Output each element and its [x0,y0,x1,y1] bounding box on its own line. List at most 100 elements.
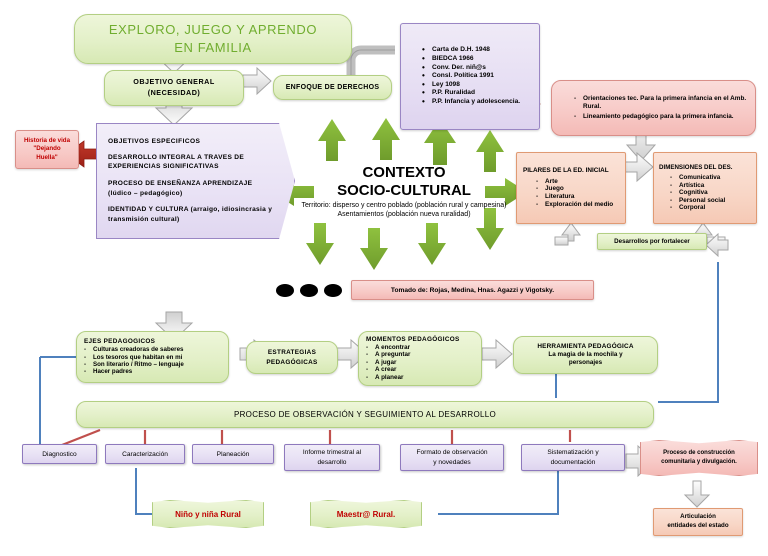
pilares-item: Literatura [536,193,621,201]
herramienta-box: HERRAMIENTA PEDAGÓGICA La magia de la mo… [513,336,658,374]
instrumento-line2: documentación [550,458,596,466]
dimensiones-item: Comunicativa [670,174,753,182]
instrumento-line1: Formato de observación [416,449,488,457]
articulacion-line1: Articulación [680,513,716,521]
red-connectors [61,428,572,447]
ejes-item: Son literario / Ritmo – lenguaje [84,361,224,369]
green-arrow-up-left [318,119,346,161]
objetivo-general-line1: OBJETIVO GENERAL [133,77,215,87]
maestro-rural-banner: Maestr@ Rural. [310,500,422,528]
green-arrow-up-center [372,118,400,160]
dimensiones-item: Corporal [670,204,753,212]
instrumento-informe-trimestral[interactable]: Informe trimestral al desarrollo [284,444,380,471]
green-arrow-down-center [360,228,388,270]
contexto-sub1: Territorio: disperso y centro poblado (p… [301,201,507,209]
enfoque-derechos-label: ENFOQUE DE DERECHOS [285,84,380,91]
pilares-box: PILARES DE LA ED. INICIAL Arte Juego Lit… [516,152,626,224]
instrumento-planeacion[interactable]: Planeación [192,444,274,464]
construccion-comunitaria-banner: Proceso de construcción comunitaria y di… [640,440,758,476]
momentos-item: A crear [366,366,477,374]
dot-3 [324,284,342,297]
dimensiones-item: Cognitiva [670,189,753,197]
dimensiones-list: Comunicativa Artística Cognitiva Persona… [659,174,753,212]
green-arrow-down-left [306,223,334,265]
instrumento-label: Caracterización [122,450,168,458]
objetivos-especificos-item: DESARROLLO INTEGRAL A TRAVES DE EXPERIEN… [108,153,245,171]
dimensiones-title: DIMENSIONES DEL DES. [659,164,733,172]
ejes-box: EJES PEDAGOGICOS Culturas creadoras de s… [76,331,229,383]
pilares-list: Arte Juego Literatura Exploración del me… [523,178,621,209]
orientaciones-item: Lineamiento pedagógico para la primera i… [574,113,749,121]
ejes-title: EJES PEDAGOGICOS [84,338,156,346]
nino-rural-label: Niño y niña Rural [175,509,241,519]
green-arrow-down-right [418,223,446,265]
marco-item: Conv. Der. niñ@s [422,63,533,72]
title-banner: EXPLORO, JUEGO Y APRENDO EN FAMILIA [74,14,352,64]
articulacion-line2: entidades del estado [667,522,729,529]
objetivos-especificos-title: OBJETIVOS ESPECIFICOS [108,137,201,145]
historia-vida-line2: "Dejando [33,145,61,153]
title-banner-line2: EN FAMILIA [174,40,252,55]
dot-2 [300,284,318,297]
instrumento-diagnostico[interactable]: Diagnostico [22,444,97,464]
instrumento-sistematizacion[interactable]: Sistematización y documentación [521,444,625,471]
pilares-item: Arte [536,178,621,186]
estrategias-box: ESTRATEGIAS PEDAGÓGICAS [246,341,338,374]
historia-vida-box: Historia de vida "Dejando Huella" [15,130,79,169]
marco-item: BIEDCA 1966 [422,54,533,63]
nino-rural-banner: Niño y niña Rural [152,500,264,528]
historia-vida-line3: Huella" [36,153,58,161]
ejes-item: Culturas creadoras de saberes [84,346,224,354]
objetivos-especificos-item: PROCESO DE ENSEÑANZA APRENDIZAJE (lúdico… [108,179,253,197]
marco-item: Ley 1098 [422,80,533,89]
proceso-observacion-label: PROCESO DE OBSERVACIÓN Y SEGUIMIENTO AL … [233,410,497,419]
marco-normativo-box: Carta de D.H. 1948 BIEDCA 1966 Conv. Der… [400,23,540,130]
dimensiones-item: Artística [670,182,753,190]
contexto-heading2: SOCIO-CULTURAL [337,181,471,199]
instrumento-line1: Sistematización y [547,449,599,457]
momentos-item: A preguntar [366,351,477,359]
dimensiones-box: DIMENSIONES DEL DES. Comunicativa Artíst… [653,152,757,224]
contexto-sub2: Asentamientos (población nueva ruralidad… [337,211,471,219]
historia-vida-line1: Historia de vida [23,136,71,144]
momentos-item: A jugar [366,359,477,367]
instrumento-line2: y novedades [433,458,471,466]
desarrollos-label: Desarrollos por fortalecer [614,238,690,245]
marco-item: P.P. Ruralidad [422,88,533,97]
maestro-rural-label: Maestr@ Rural. [336,509,396,519]
marco-item: P.P. Infancia y adolescencia. [422,97,533,106]
instrumento-caracterizacion[interactable]: Caracterización [105,444,185,464]
contexto-heading1: CONTEXTO [362,164,446,182]
orientaciones-box: Orientaciones tec. Para la primera infan… [551,80,756,136]
objetivos-especificos-box: OBJETIVOS ESPECIFICOS DESARROLLO INTEGRA… [96,123,295,239]
desarrollos-box: Desarrollos por fortalecer [597,233,707,250]
contexto-central: CONTEXTO SOCIO-CULTURAL Territorio: disp… [296,162,512,222]
instrumento-line2: desarrollo [317,458,347,466]
pilares-title: PILARES DE LA ED. INICIAL [523,167,609,175]
objetivos-especificos-item: IDENTIDAD Y CULTURA (arraigo, idiosincra… [108,206,273,223]
orientaciones-item: Orientaciones tec. Para la primera infan… [574,95,749,110]
instrumento-formato-observacion[interactable]: Formato de observación y novedades [400,444,504,471]
construccion-line1: Proceso de construcción [663,450,735,457]
articulacion-box: Articulación entidades del estado [653,508,743,536]
estrategias-line2: PEDAGÓGICAS [266,358,318,366]
ejes-item: Los tesoros que habitan en mi [84,354,224,362]
tomado-de-label: Tomado de: Rojas, Medina, Hnas. Agazzi y… [390,286,555,294]
construccion-line2: comunitaria y divulgación. [661,459,737,465]
herramienta-title: HERRAMIENTA PEDAGÓGICA [537,342,634,350]
estrategias-line1: ESTRATEGIAS [267,348,317,356]
title-banner-line1: EXPLORO, JUEGO Y APRENDO [108,22,318,38]
tomado-de-box: Tomado de: Rojas, Medina, Hnas. Agazzi y… [351,280,594,300]
pilares-item: Juego [536,185,621,193]
marco-item: Carta de D.H. 1948 [422,46,533,55]
ejes-list: Culturas creadoras de saberes Los tesoro… [84,346,224,376]
herramienta-sub2: personajes [568,359,603,366]
ejes-item: Hacer padres [84,368,224,376]
momentos-list: A encontrar A preguntar A jugar A crear … [366,344,477,382]
arrow-desarrollos-to-pilares [561,222,581,242]
connector-desarrollos-left [554,236,569,246]
arrow-construccion-to-articulacion [683,480,711,508]
instrumento-label: Diagnostico [42,450,77,458]
momentos-item: A encontrar [366,344,477,352]
marco-normativo-list: Carta de D.H. 1948 BIEDCA 1966 Conv. Der… [417,46,533,106]
